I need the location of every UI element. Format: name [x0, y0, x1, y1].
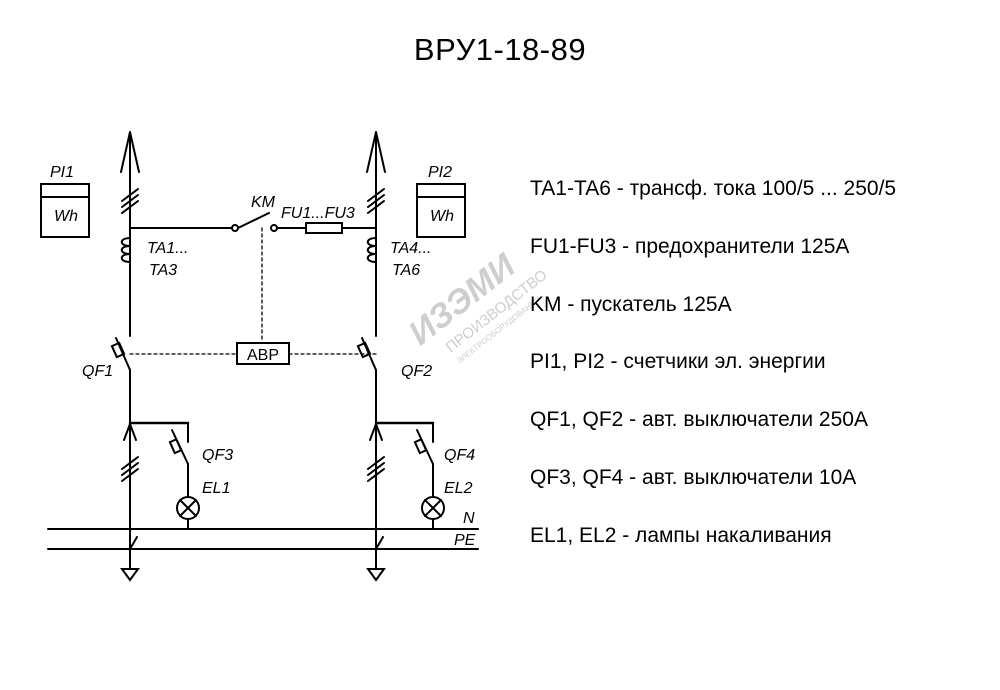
- fuse-icon: [305, 222, 343, 234]
- legend-item: QF3, QF4 - авт. выключатели 10А: [530, 465, 857, 489]
- legend-list: TA1-TA6 - трансф. тока 100/5 ... 250/5 F…: [530, 176, 896, 581]
- label-el1: EL1: [202, 480, 230, 497]
- label-fu: FU1...FU3: [281, 205, 355, 222]
- legend-item: FU1-FU3 - предохранители 125А: [530, 234, 850, 258]
- avr-box: [236, 342, 290, 365]
- label-avr: АВР: [247, 347, 279, 364]
- legend-item: KM - пускатель 125А: [530, 292, 732, 316]
- meter-pi2-box: [416, 183, 466, 238]
- label-ta4: TA4...: [390, 240, 432, 257]
- label-ta1: TA1...: [147, 240, 189, 257]
- label-wh1: Wh: [54, 208, 78, 225]
- current-transformer-coil-icon: [366, 237, 377, 263]
- ground-icon: [366, 568, 386, 582]
- meter-pi1-box: [40, 183, 90, 238]
- input-arrow-icon: [120, 131, 140, 173]
- label-wh2: Wh: [430, 208, 454, 225]
- label-qf3: QF3: [202, 447, 233, 464]
- legend-item: PI1, PI2 - счетчики эл. энергии: [530, 350, 826, 374]
- tie-circuit: [129, 212, 377, 365]
- legend-item: EL1, EL2 - лампы накаливания: [530, 523, 832, 547]
- label-n: N: [463, 510, 475, 527]
- legend-item: QF1, QF2 - авт. выключатели 250А: [530, 408, 868, 432]
- label-qf1: QF1: [82, 363, 113, 380]
- label-pi1: PI1: [50, 164, 74, 181]
- input-arrow-icon: [366, 131, 386, 173]
- label-qf2: QF2: [401, 363, 432, 380]
- contactor-km-blade: [237, 212, 270, 229]
- label-ta6: TA6: [392, 262, 420, 279]
- label-el2: EL2: [444, 480, 473, 497]
- diagram-title: ВРУ1-18-89: [413, 32, 587, 67]
- label-ta3: TA3: [149, 262, 177, 279]
- label-km: KM: [251, 194, 276, 211]
- left-feeder: [110, 131, 200, 582]
- legend-item: TA1-TA6 - трансф. тока 100/5 ... 250/5: [530, 177, 897, 200]
- current-transformer-coil-icon: [120, 237, 131, 263]
- label-qf4: QF4: [444, 447, 475, 464]
- ground-icon: [120, 568, 140, 582]
- label-pe: PE: [454, 532, 476, 549]
- right-feeder: [356, 131, 445, 582]
- label-pi2: PI2: [428, 164, 452, 181]
